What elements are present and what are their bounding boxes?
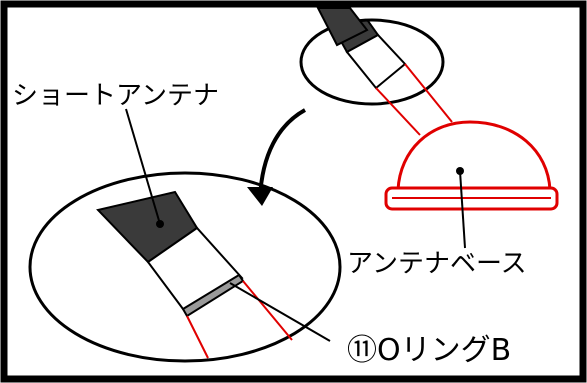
large-detail-ellipse [28, 108, 342, 363]
short-antenna-label: ショートアンテナ [12, 81, 219, 111]
assembly-arrow [258, 108, 306, 199]
small-detail-ellipse [299, 7, 453, 136]
antenna-base-leader-line [459, 170, 466, 249]
o-ring-leader-line [229, 282, 331, 342]
o-ring-label: ⑪OリングB [347, 333, 511, 368]
short-antenna-leader-line [125, 108, 161, 225]
antenna-base-illustration [384, 120, 559, 249]
antenna-base-label: アンテナベース [347, 249, 527, 279]
assembly-arrowhead [247, 187, 273, 206]
